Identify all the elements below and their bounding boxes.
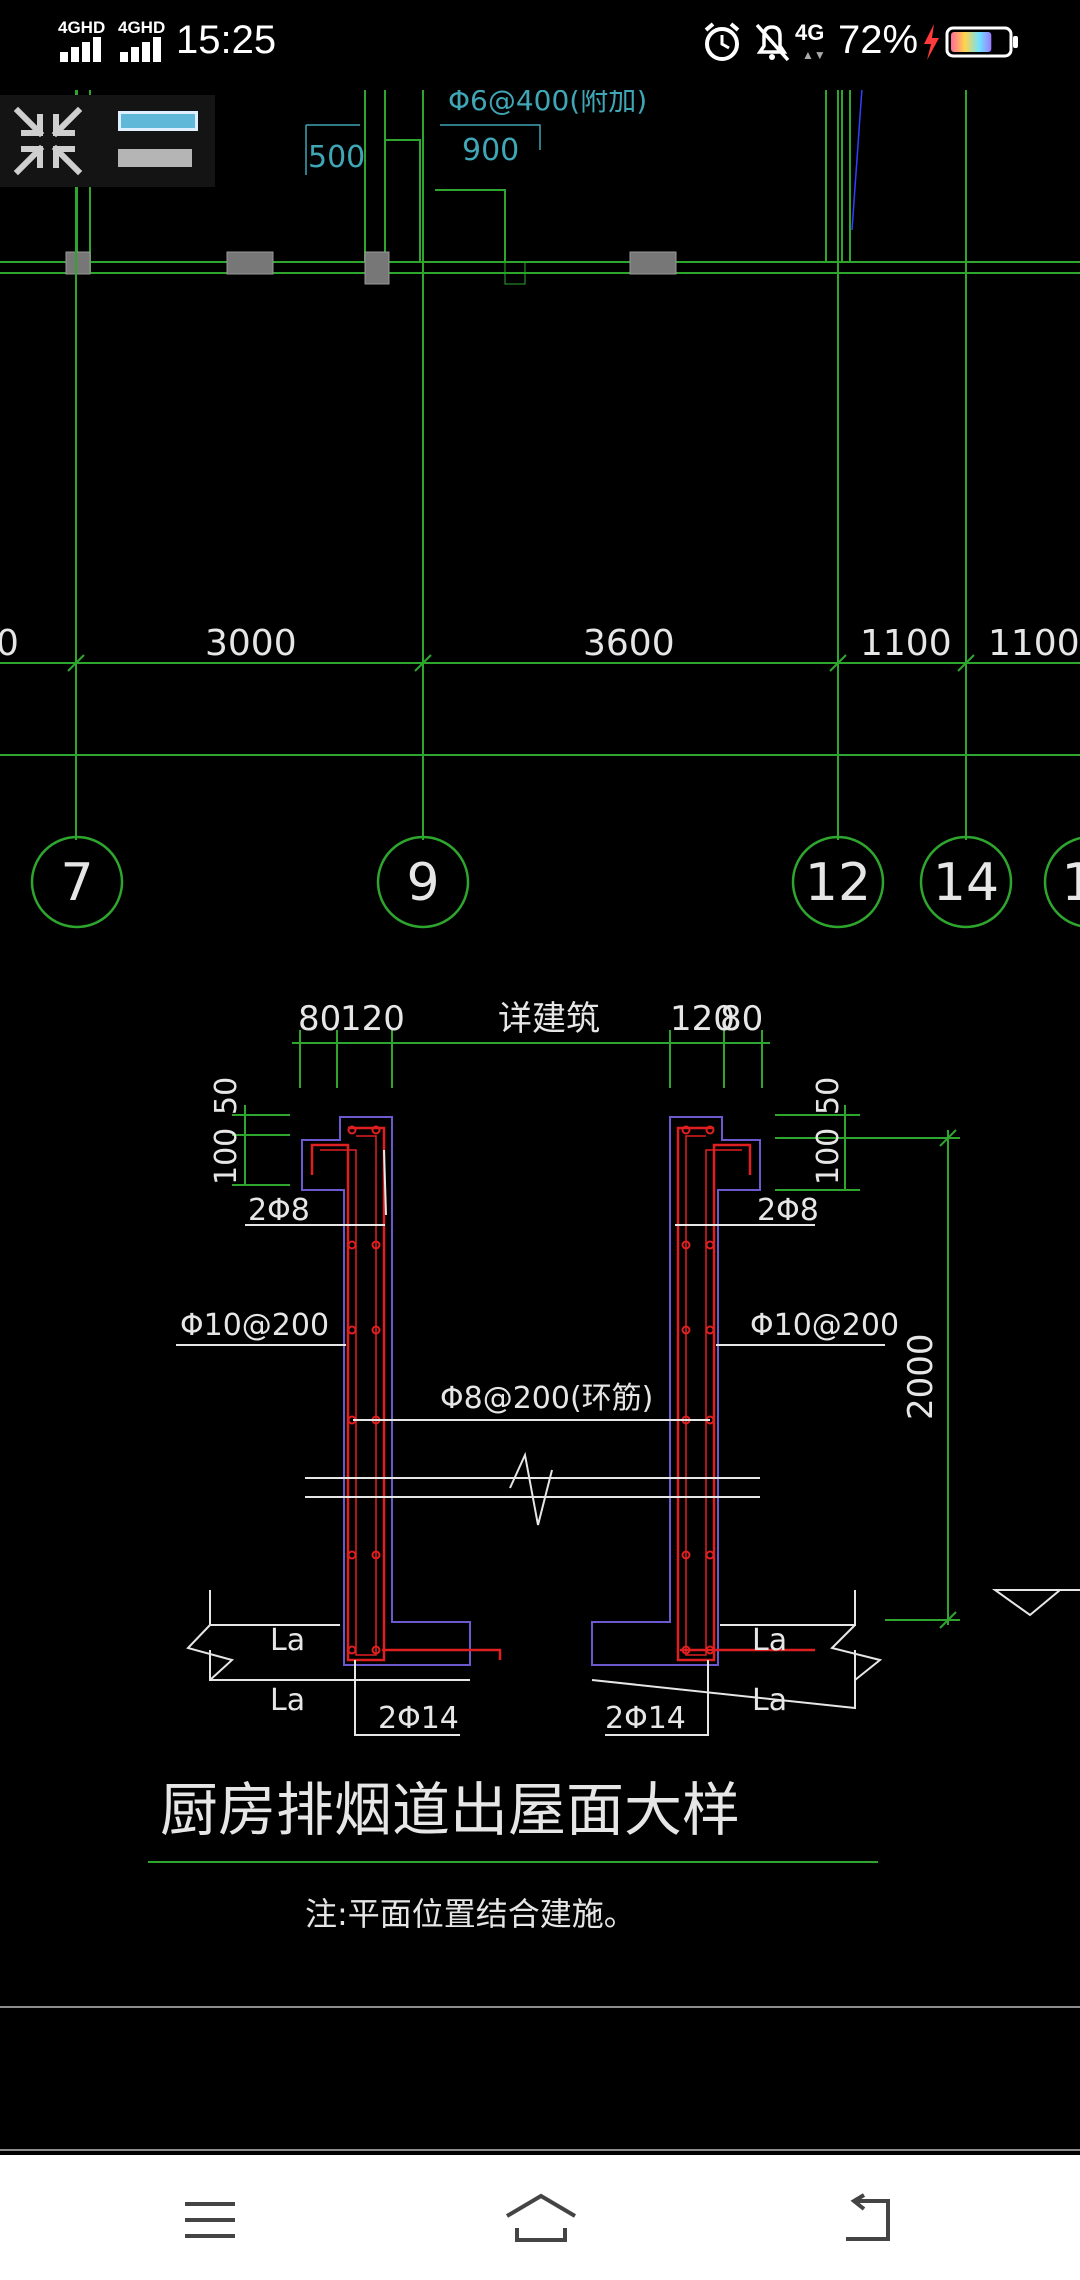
la-right-lower: La — [752, 1683, 787, 1718]
detail-right-vdims — [775, 1105, 960, 1629]
battery-percent: 72% — [838, 18, 919, 62]
signal-1-label: 4GHD — [58, 18, 106, 37]
axis-14: 14 — [933, 853, 999, 913]
dim-3000: 3000 — [205, 623, 297, 664]
rebar-top-right: 2Φ8 — [757, 1193, 819, 1228]
signal-1-icon: 4GHD — [58, 18, 118, 62]
detail-right-dim-100: 100 — [811, 1128, 846, 1185]
detail-note: 注:平面位置结合建施。 — [305, 1895, 636, 1933]
ring-rebar: Φ8@200(环筋) — [440, 1381, 653, 1416]
la-left-upper: La — [270, 1623, 305, 1658]
home-icon[interactable] — [503, 2190, 579, 2246]
right-wall — [591, 1116, 815, 1666]
signal-2-icon: 4GHD — [118, 18, 178, 62]
charging-bolt-icon — [924, 24, 939, 60]
mute-bell-icon — [755, 23, 790, 62]
rebar-top-left: 2Φ8 — [248, 1193, 310, 1228]
menu-icon[interactable] — [180, 2198, 240, 2242]
detail-left-dim-50: 50 — [209, 1077, 244, 1115]
axis-7: 7 — [60, 853, 93, 913]
floating-toolbox — [0, 95, 215, 187]
left-wall — [301, 1116, 502, 1666]
axis-partial: 1 — [1061, 853, 1080, 913]
detail-height-2000: 2000 — [901, 1333, 941, 1420]
plan-dim-900: 900 — [462, 133, 519, 168]
detail-dim-120-left: 120 — [340, 999, 405, 1039]
la-left-lower: La — [270, 1683, 305, 1718]
left-wall-bars — [347, 1125, 381, 1655]
detail-left-vdims — [232, 1105, 290, 1186]
battery-fill — [951, 32, 992, 52]
detail-left-dim-100: 100 — [209, 1128, 244, 1185]
plan-dim-cyan — [305, 87, 863, 231]
dim-3600: 3600 — [583, 623, 675, 664]
la-right-upper: La — [752, 1623, 787, 1658]
clock-time: 15:25 — [176, 18, 277, 62]
leaders — [176, 1224, 1080, 1736]
dimension-line — [0, 88, 1080, 840]
dim-left-partial: 0 — [0, 623, 19, 664]
detail-dim-80-right: 80 — [720, 999, 763, 1039]
right-wall-bars — [681, 1125, 715, 1655]
plan-dim-500: 500 — [308, 140, 365, 175]
detail-dim-80-left: 80 — [298, 999, 341, 1039]
detail-top-dim-line — [292, 1030, 770, 1088]
detail-title: 厨房排烟道出屋面大样 — [160, 1776, 740, 1844]
exit-fullscreen-icon[interactable] — [10, 103, 86, 179]
battery-icon — [945, 26, 1018, 58]
layer-bar[interactable] — [118, 149, 192, 167]
axis-9: 9 — [406, 853, 439, 913]
detail-dim-arch: 详建筑 — [498, 999, 600, 1039]
back-icon[interactable] — [842, 2193, 898, 2245]
alarm-icon — [704, 22, 740, 61]
layer-bar-active[interactable] — [118, 111, 198, 131]
rebar-dist-left: Φ10@200 — [180, 1308, 329, 1343]
status-bar: 4GHD 4GHD 15:25 4G ▲▼ 72% — [0, 0, 1080, 90]
dim-1100-b: 1100 — [988, 623, 1080, 664]
detail-dim-120-right: 120 — [670, 999, 735, 1039]
navigation-bar — [0, 2155, 1080, 2280]
rebar-bottom-right: 2Φ14 — [605, 1701, 686, 1736]
detail-right-dim-50: 50 — [811, 1077, 846, 1115]
rebar-dist-right: Φ10@200 — [750, 1308, 899, 1343]
dim-1100-a: 1100 — [860, 623, 952, 664]
axis-12: 12 — [805, 853, 871, 913]
plan-columns — [65, 251, 677, 285]
data-type-label: 4G — [795, 20, 825, 45]
axis-bubbles — [30, 835, 1080, 929]
rebar-bottom-left: 2Φ14 — [378, 1701, 459, 1736]
data-arrows-icon: ▲▼ — [802, 48, 826, 62]
signal-2-label: 4GHD — [118, 18, 166, 37]
